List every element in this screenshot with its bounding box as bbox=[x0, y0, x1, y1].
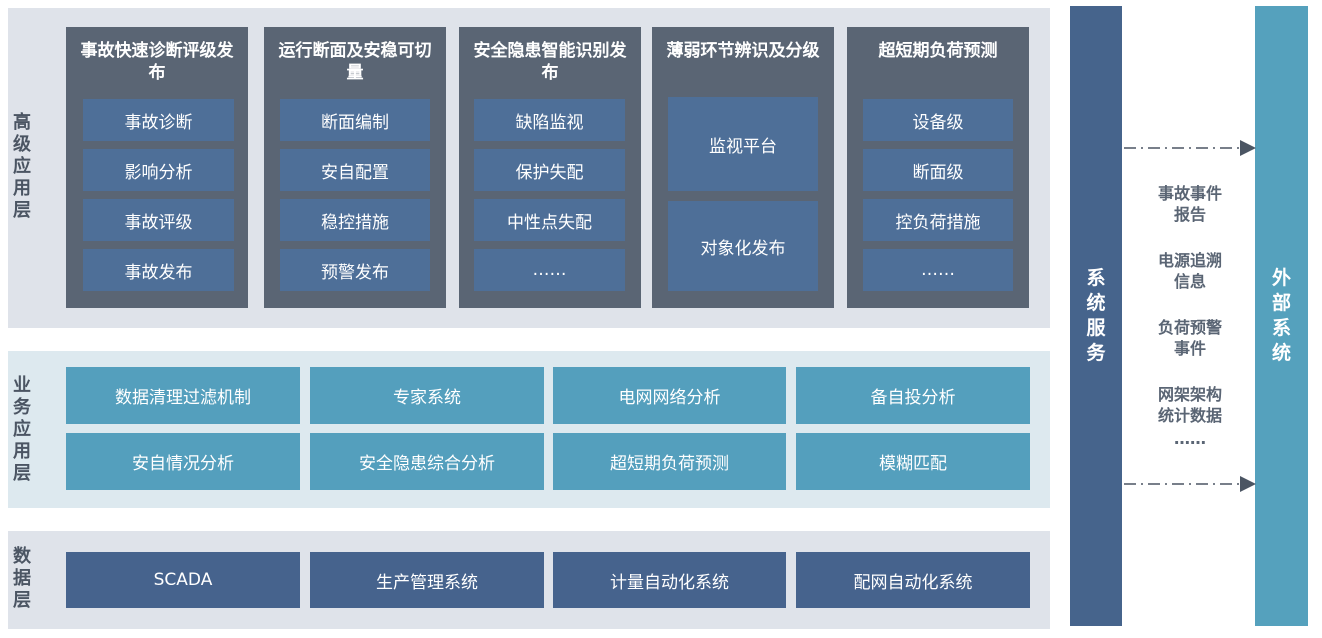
module-item: …… bbox=[863, 249, 1013, 291]
module-item: 断面级 bbox=[863, 149, 1013, 191]
exchange-item: 网架架构统计数据 bbox=[1157, 385, 1222, 425]
arrow-head-bottom bbox=[1240, 476, 1256, 492]
module-title: 安全隐患智能识别发布 bbox=[473, 41, 627, 83]
module-item: 预警发布 bbox=[280, 249, 430, 291]
module-item: 事故诊断 bbox=[83, 99, 234, 141]
data-source-item: 生产管理系统 bbox=[310, 552, 544, 608]
module-safety-hazard: 安全隐患智能识别发布 缺陷监视 保护失配 中性点失配 …… bbox=[459, 27, 641, 308]
business-app-item: 模糊匹配 bbox=[796, 433, 1030, 490]
module-item: 中性点失配 bbox=[474, 199, 625, 241]
business-app-item: 专家系统 bbox=[310, 367, 544, 424]
module-title: 超短期负荷预测 bbox=[878, 41, 998, 61]
system-service-label: 系统服务 bbox=[1086, 267, 1106, 364]
module-item: 安自配置 bbox=[280, 149, 430, 191]
data-source-item: SCADA bbox=[66, 552, 300, 608]
module-item: 事故评级 bbox=[83, 199, 234, 241]
arrow-head-top bbox=[1240, 140, 1256, 156]
module-item: …… bbox=[474, 249, 625, 291]
business-layer-label: 业务应用层 bbox=[13, 375, 31, 484]
module-item: 设备级 bbox=[863, 99, 1013, 141]
module-item: 事故发布 bbox=[83, 249, 234, 291]
business-app-item: 超短期负荷预测 bbox=[553, 433, 786, 490]
module-item: 保护失配 bbox=[474, 149, 625, 191]
external-system-bar: 外部系统 bbox=[1255, 6, 1308, 626]
module-item: 稳控措施 bbox=[280, 199, 430, 241]
module-accident-diagnosis: 事故快速诊断评级发布 事故诊断 影响分析 事故评级 事故发布 bbox=[66, 27, 248, 308]
module-item: 监视平台 bbox=[668, 97, 818, 191]
external-system-label: 外部系统 bbox=[1271, 267, 1291, 364]
module-load-forecast: 超短期负荷预测 设备级 断面级 控负荷措施 …… bbox=[847, 27, 1029, 308]
module-item: 缺陷监视 bbox=[474, 99, 625, 141]
business-app-item: 备自投分析 bbox=[796, 367, 1030, 424]
data-layer-label: 数据层 bbox=[13, 546, 31, 611]
module-item: 控负荷措施 bbox=[863, 199, 1013, 241]
module-weak-link: 薄弱环节辨识及分级 监视平台 对象化发布 bbox=[652, 27, 834, 308]
module-title: 事故快速诊断评级发布 bbox=[80, 41, 234, 83]
exchange-item: 负荷预警事件 bbox=[1157, 318, 1222, 358]
business-app-item: 安自情况分析 bbox=[66, 433, 300, 490]
business-app-item: 电网网络分析 bbox=[553, 367, 786, 424]
data-source-item: 计量自动化系统 bbox=[553, 552, 786, 608]
high-level-layer-label: 高级应用层 bbox=[13, 112, 31, 221]
business-app-item: 安全隐患综合分析 bbox=[310, 433, 544, 490]
module-title: 运行断面及安稳可切量 bbox=[278, 41, 432, 83]
module-operation-section: 运行断面及安稳可切量 断面编制 安自配置 稳控措施 预警发布 bbox=[264, 27, 446, 308]
business-app-item: 数据清理过滤机制 bbox=[66, 367, 300, 424]
exchange-item: 事故事件报告 bbox=[1157, 184, 1222, 224]
exchange-item: …… bbox=[1174, 429, 1206, 448]
module-item: 对象化发布 bbox=[668, 201, 818, 291]
module-item: 断面编制 bbox=[280, 99, 430, 141]
module-title: 薄弱环节辨识及分级 bbox=[666, 41, 820, 61]
module-item: 影响分析 bbox=[83, 149, 234, 191]
system-service-bar: 系统服务 bbox=[1070, 6, 1122, 626]
exchange-item: 电源追溯信息 bbox=[1157, 251, 1222, 291]
data-source-item: 配网自动化系统 bbox=[796, 552, 1030, 608]
